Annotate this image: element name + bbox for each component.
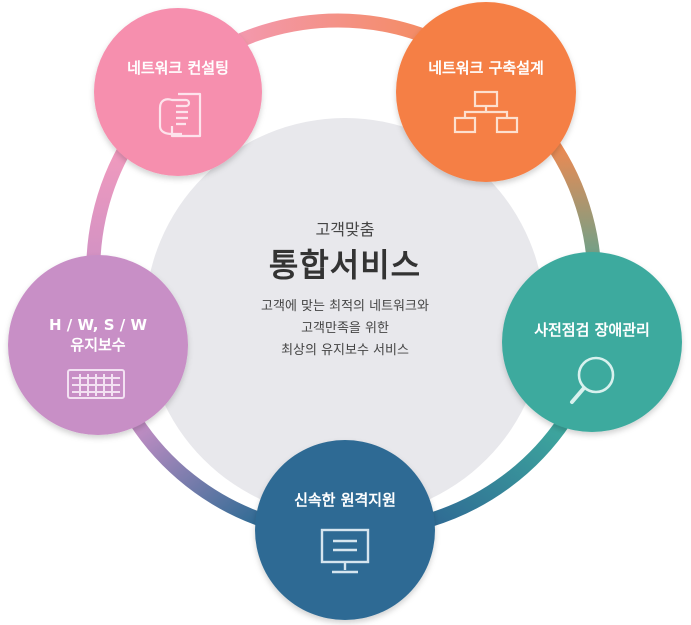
node-inspection-circle bbox=[502, 252, 682, 432]
node-build-label: 네트워크 구축설계 bbox=[428, 59, 544, 77]
node-build[interactable] bbox=[396, 2, 576, 182]
center-desc-line-1: 고객에 맞는 최적의 네트워크와 bbox=[261, 299, 429, 314]
node-maintenance-label: H / W, S / W 유지보수 bbox=[49, 316, 147, 354]
center-description: 고객에 맞는 최적의 네트워크와 고객만족을 위한 최상의 유지보수 서비스 bbox=[215, 296, 475, 362]
node-maintenance-circle bbox=[8, 255, 188, 435]
node-inspection-label: 사전점검 장애관리 bbox=[534, 321, 650, 339]
center-title: 통합서비스 bbox=[268, 246, 422, 284]
magnifier-icon bbox=[570, 356, 615, 404]
center-desc-line-2: 고객만족을 위한 bbox=[301, 321, 389, 336]
ring-segment-bottom-right bbox=[423, 413, 572, 527]
node-consulting-label: 네트워크 컨설팅 bbox=[127, 59, 229, 77]
network-diagram-icon bbox=[453, 90, 519, 134]
node-consulting[interactable] bbox=[94, 8, 262, 176]
node-remote[interactable] bbox=[255, 440, 435, 620]
node-maintenance[interactable] bbox=[8, 255, 188, 435]
keyboard-icon bbox=[67, 369, 125, 399]
hand-document-icon bbox=[158, 92, 202, 138]
center-disc bbox=[145, 118, 545, 518]
center-desc-line-3: 최상의 유지보수 서비스 bbox=[281, 343, 409, 358]
ring-segment-bottom-left bbox=[128, 413, 269, 527]
node-remote-label: 신속한 원격지원 bbox=[294, 491, 396, 509]
node-consulting-circle bbox=[94, 8, 262, 176]
monitor-icon bbox=[320, 528, 370, 574]
node-inspection[interactable] bbox=[502, 252, 682, 432]
center-subtitle: 고객맞춤 bbox=[315, 220, 375, 239]
